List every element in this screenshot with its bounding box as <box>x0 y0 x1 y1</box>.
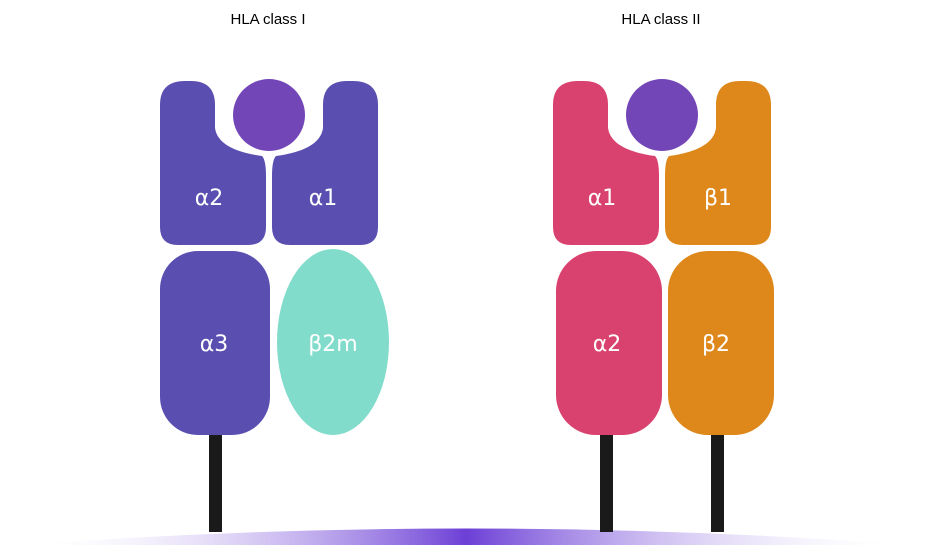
cell-membrane <box>20 528 913 545</box>
class2-beta2-domain <box>668 251 774 435</box>
class2-peptide <box>626 79 698 151</box>
class2-alpha1-domain <box>553 81 659 245</box>
class2-beta1-domain <box>665 81 771 245</box>
class2-beta2-label: β2 <box>702 332 730 357</box>
class1-transmembrane-stalk <box>209 432 222 532</box>
class2-alpha2-domain <box>556 251 662 435</box>
class1-alpha2-label: α2 <box>195 186 224 211</box>
hla-class-1: α2 α1 α3 β2m <box>160 79 389 532</box>
class2-title: HLA class II <box>621 11 700 28</box>
class1-b2m-domain <box>277 249 389 435</box>
class1-alpha3-domain <box>160 251 270 435</box>
class2-beta1-label: β1 <box>704 186 732 211</box>
class1-alpha2-domain <box>160 81 266 245</box>
class2-alpha2-label: α2 <box>593 332 622 357</box>
class1-b2m-label: β2m <box>308 332 357 357</box>
class1-alpha1-domain <box>272 81 378 245</box>
class1-peptide <box>233 79 305 151</box>
class2-alpha-transmembrane-stalk <box>600 432 613 532</box>
class1-title: HLA class I <box>230 11 305 28</box>
class2-beta-transmembrane-stalk <box>711 432 724 532</box>
class1-alpha1-label: α1 <box>309 186 338 211</box>
hla-class-2: α1 β1 α2 β2 <box>553 79 774 532</box>
class2-alpha1-label: α1 <box>588 186 617 211</box>
class1-alpha3-label: α3 <box>200 332 229 357</box>
